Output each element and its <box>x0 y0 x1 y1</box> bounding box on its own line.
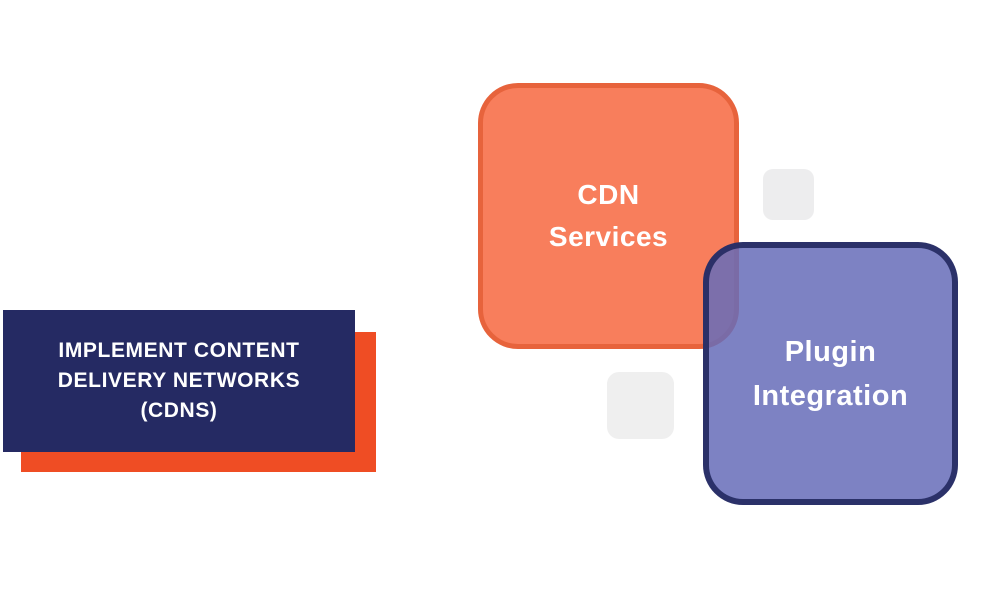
title-box: IMPLEMENT CONTENT DELIVERY NETWORKS (CDN… <box>3 310 355 452</box>
card-plugin-integration-label: Plugin Integration <box>752 335 909 412</box>
decor-square-top-right <box>763 169 814 220</box>
card-plugin-integration: Plugin Integration <box>703 242 958 505</box>
decor-square-bottom-middle <box>607 372 674 439</box>
page-title: IMPLEMENT CONTENT DELIVERY NETWORKS (CDN… <box>57 339 301 422</box>
card-cdn-services-label: CDN Services <box>548 179 669 252</box>
card-cdn-services: CDN Services <box>478 83 739 349</box>
